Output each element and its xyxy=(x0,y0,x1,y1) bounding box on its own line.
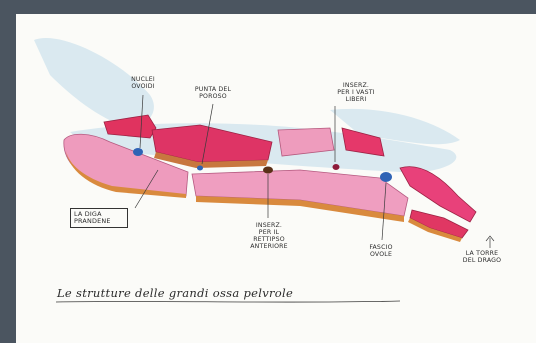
red-dot-icon xyxy=(333,164,340,170)
label-top-left: NUCLEI OVOIDI xyxy=(120,76,166,90)
dark-dot-icon xyxy=(263,167,273,174)
label-top-right: INSERZ. PER I VASTI LIBERI xyxy=(318,82,394,103)
blue-dot-icon xyxy=(197,166,203,171)
label-bottom-right: FASCIO OVOLE xyxy=(358,244,404,258)
pink-band xyxy=(192,170,408,216)
label-top-mid: PUNTA DEL POROSO xyxy=(188,86,238,100)
blue-dot-icon xyxy=(133,148,143,156)
caption: Le strutture delle grandi ossa pelvrole xyxy=(57,286,293,300)
label-bottom-mid: INSERZ. PER IL RETTIPSO ANTERIORE xyxy=(244,222,294,250)
label-far-right: LA TORRE DEL DRAGO xyxy=(454,250,510,264)
label-bottom-left: LA DIGA PRANDENE xyxy=(70,208,128,228)
blue-dot-icon xyxy=(380,172,392,182)
caption-underline xyxy=(56,301,400,302)
